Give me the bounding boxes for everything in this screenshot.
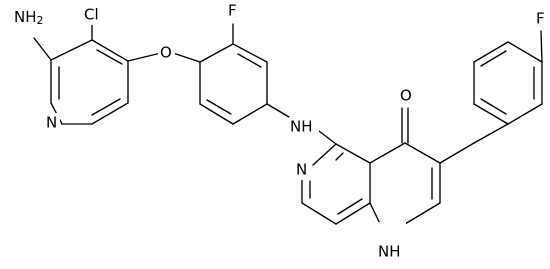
bond-naph-10 (369, 142, 406, 164)
bond-pyr-1 (50, 39, 93, 61)
bond-ph2-6 (473, 41, 509, 63)
atom-mask-f-top (227, 1, 241, 21)
atom-f-right: F (536, 10, 545, 28)
atom-cl: Cl (84, 6, 99, 24)
atom-mask-nh-linker (289, 117, 319, 137)
atom-nh2: NH2 (14, 8, 44, 28)
bond-naph-9 (335, 152, 344, 161)
bond-pyr-6 (91, 98, 121, 116)
atom-mask-pyridine-n (44, 113, 60, 133)
bond-naph-4 (301, 202, 337, 225)
bond-ph1-2 (232, 43, 268, 63)
bond-lines (33, 19, 543, 233)
atom-pyridine-n: N (46, 114, 57, 132)
bond-ph1-1 (199, 43, 234, 63)
bond-ph1-5 (232, 103, 268, 125)
bond-o-right (172, 52, 201, 63)
atom-mask-ring-nh (376, 222, 406, 262)
atom-mask-naph-n (294, 160, 310, 180)
bond-naph-6 (337, 198, 363, 215)
bond-f-right (540, 30, 543, 63)
atom-carbonyl-o: O (400, 87, 412, 105)
bond-naph-14 (404, 202, 441, 225)
atom-mask-nh2 (13, 5, 49, 28)
bond-ph2-5 (507, 41, 543, 63)
bond-ph2-9 (473, 103, 509, 125)
bond-pyr-3 (96, 49, 123, 65)
bond-ph1-3 (237, 53, 262, 68)
atom-ring-nh: NH (378, 243, 401, 261)
bond-ph1-6 (199, 103, 234, 125)
atom-ether-o: O (160, 44, 172, 62)
atom-labels: NH2 Cl N O F NH O F N NH (13, 1, 549, 262)
atom-mask-cl (83, 5, 105, 25)
bond-ph2-2 (507, 103, 543, 125)
bond-ph2-10 (480, 98, 507, 115)
atom-nh-linker: NH (290, 118, 313, 136)
bond-naph-11 (404, 142, 441, 164)
bond-nh2 (33, 37, 52, 61)
atom-naph-n: N (296, 161, 307, 179)
bond-ph1-7 (206, 99, 232, 115)
atom-mask-ether-o (158, 43, 175, 63)
atom-f-top: F (228, 2, 237, 20)
bond-ph2-7 (480, 50, 507, 67)
bond-ph2-link (439, 142, 475, 164)
atom-mask-carbonyl-o (398, 86, 415, 106)
bond-pyr-2 (91, 39, 129, 62)
bond-pyr-5 (91, 102, 129, 125)
bond-ph2-1 (473, 123, 509, 144)
bond-o-left (127, 52, 162, 62)
bond-naph-5 (335, 202, 371, 225)
bond-naph-8 (335, 143, 371, 164)
bond-naph-1 (312, 143, 337, 166)
atom-mask-f-right (535, 9, 549, 29)
